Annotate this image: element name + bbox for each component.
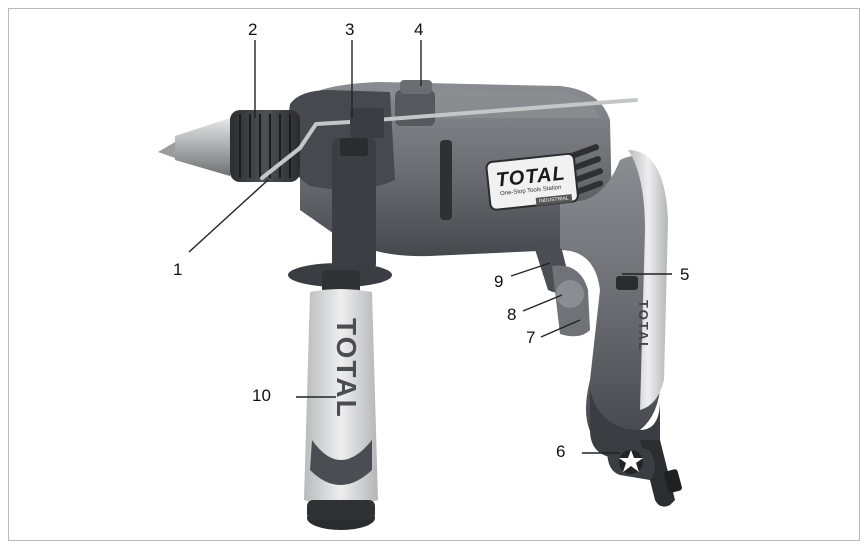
depth-gauge-rod: [260, 98, 638, 180]
lock-on-button: [616, 276, 638, 290]
grip-logo: TOTAL: [331, 318, 362, 419]
top-switch: [400, 80, 432, 94]
callout-9: 9: [494, 272, 504, 291]
callout-7: 7: [526, 328, 536, 347]
chuck: [158, 110, 300, 182]
speed-dial: [556, 280, 584, 308]
figure-frame: [8, 8, 860, 541]
callout-2: 2: [248, 20, 258, 39]
auxiliary-handle-clamp: [332, 138, 376, 270]
handle-logo: TOTAL: [636, 300, 651, 353]
callout-8: 8: [507, 305, 517, 324]
callout-3: 3: [345, 20, 355, 39]
auxiliary-handle: [288, 263, 392, 530]
callout-1: 1: [173, 260, 183, 279]
callout-5: 5: [680, 265, 690, 284]
trigger-controls: [532, 239, 638, 337]
belt-hook: [607, 440, 655, 480]
callout-4: 4: [414, 20, 424, 39]
callout-10: 10: [252, 386, 271, 405]
callout-6: 6: [556, 442, 566, 461]
